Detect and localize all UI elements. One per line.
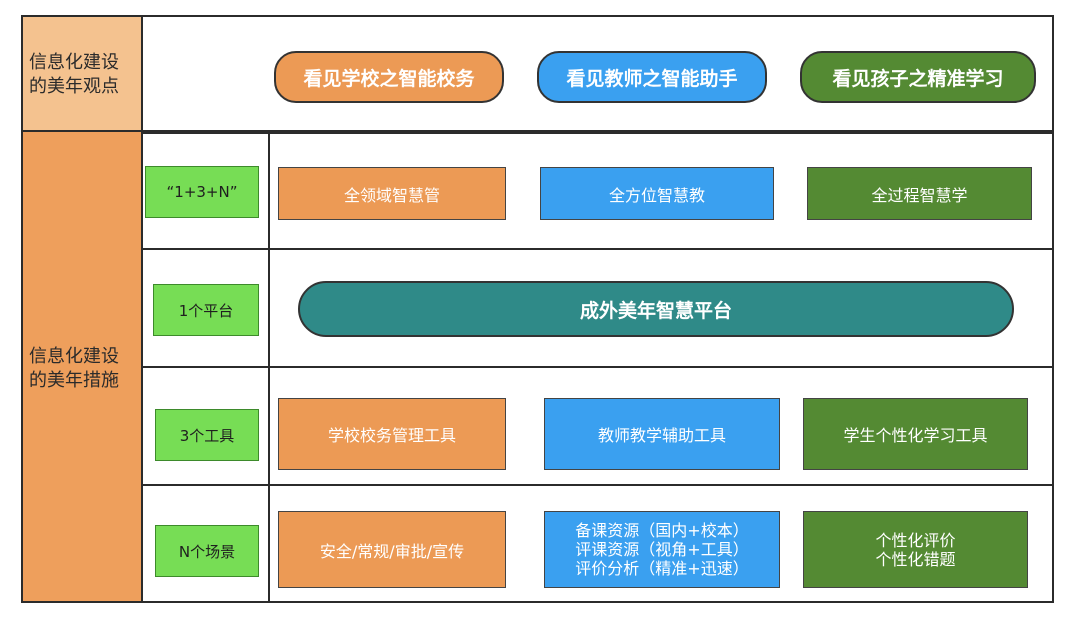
pill-smart-teacher: 看见教师之智能助手	[537, 51, 767, 103]
box-personalized: 个性化评价 个性化错题	[803, 511, 1028, 588]
tag-column-divider	[268, 132, 270, 603]
measures-left-line-2: 的美年措施	[29, 370, 119, 391]
tag-n-scenarios: N个场景	[155, 525, 259, 577]
measures-left-line-1: 信息化建设	[29, 346, 119, 367]
pill-smart-student: 看见孩子之精准学习	[800, 51, 1036, 103]
measures-left-cell: 信息化建设 的美年措施	[21, 130, 143, 603]
smart-platform-bar: 成外美年智慧平台	[298, 281, 1014, 337]
box-teacher-assist-tool: 教师教学辅助工具	[544, 398, 780, 470]
header-divider	[21, 130, 1054, 132]
pill-smart-school: 看见学校之智能校务	[274, 51, 504, 103]
box-school-admin-tool: 学校校务管理工具	[278, 398, 506, 470]
header-left-cell: 信息化建设 的美年观点	[21, 15, 143, 132]
tag-1-3-n: “1+3+N”	[145, 166, 259, 218]
tag-one-platform: 1个平台	[153, 284, 259, 336]
resource-line-2: 评课资源（视角+工具）	[575, 540, 749, 559]
box-all-round-teaching: 全方位智慧教	[540, 167, 774, 220]
box-all-domain-management: 全领域智慧管	[278, 167, 506, 220]
header-left-line-2: 的美年观点	[29, 76, 119, 97]
personalized-line-2: 个性化错题	[875, 549, 956, 569]
box-student-learning-tool: 学生个性化学习工具	[803, 398, 1028, 470]
header-left-line-1: 信息化建设	[29, 52, 119, 73]
resource-line-1: 备课资源（国内+校本）	[575, 521, 749, 540]
personalized-line-1: 个性化评价	[875, 530, 956, 550]
box-resources-analysis: 备课资源（国内+校本） 评课资源（视角+工具） 评价分析（精准+迅速）	[544, 511, 780, 588]
box-safety-routine-approval: 安全/常规/审批/宣传	[278, 511, 506, 588]
resource-line-3: 评价分析（精准+迅速）	[575, 559, 749, 578]
tag-three-tools: 3个工具	[155, 409, 259, 461]
box-whole-process-learning: 全过程智慧学	[807, 167, 1032, 220]
